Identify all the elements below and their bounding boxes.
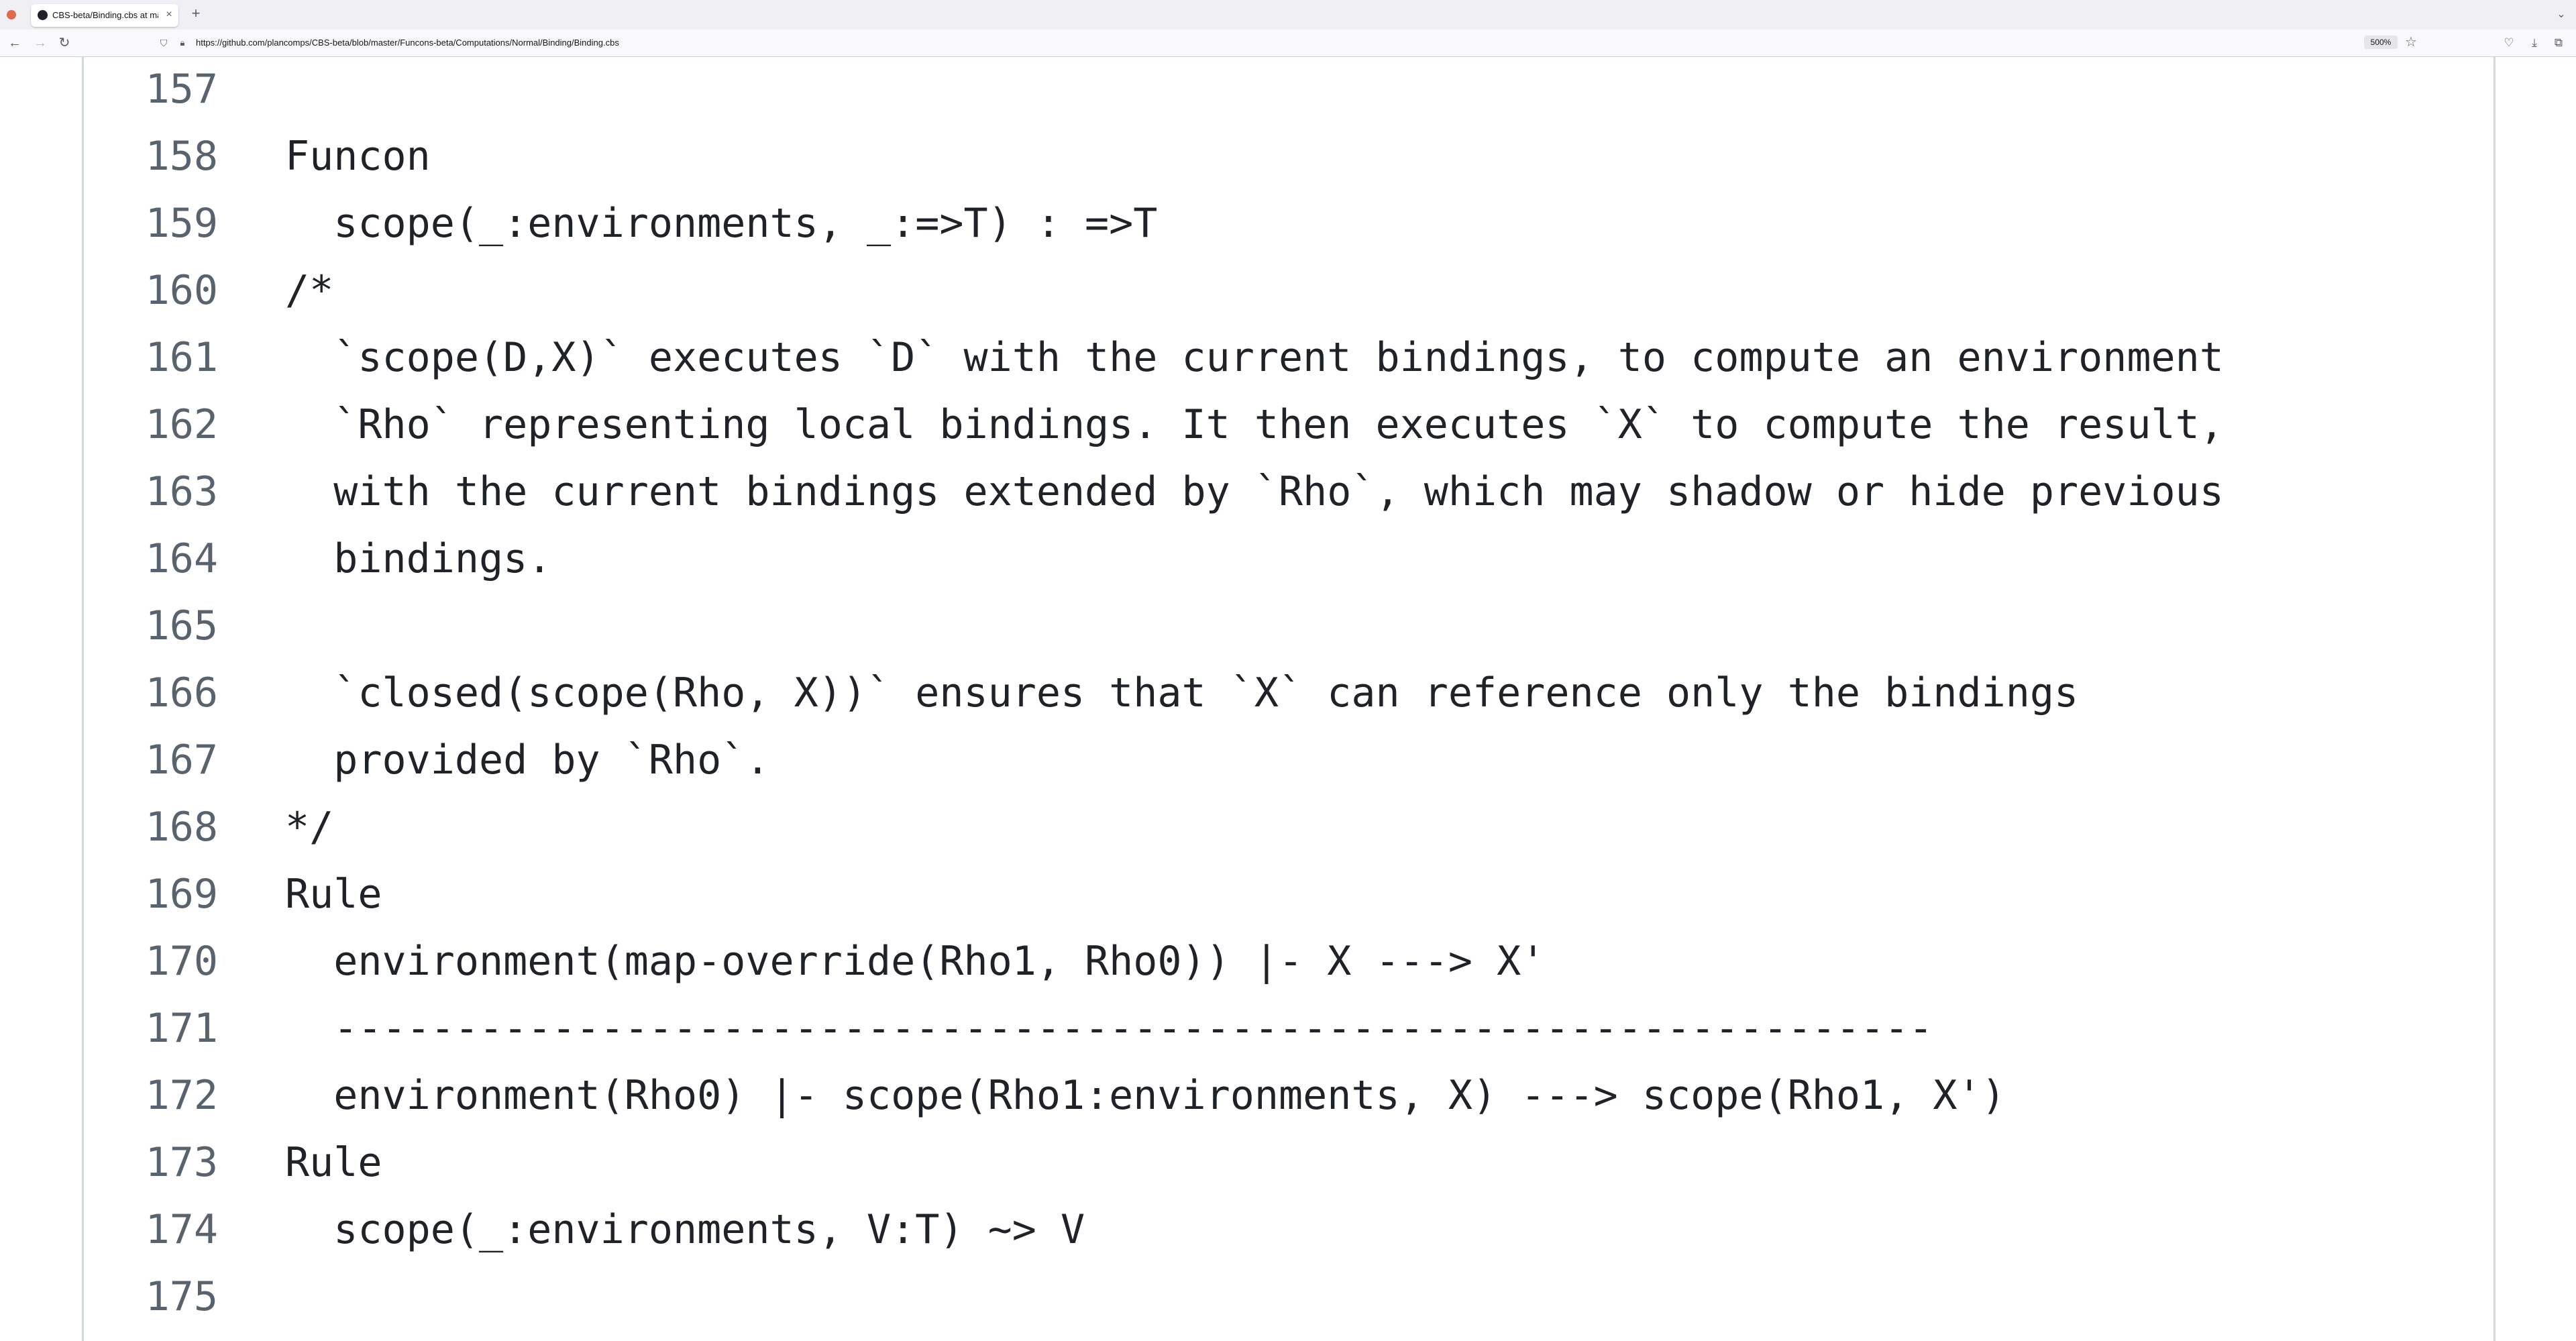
code-line: 158 Funcon [84,123,2493,190]
code-line: 164 bindings. [84,525,2493,592]
active-tab[interactable]: CBS-beta/Binding.cbs at master × [31,4,178,27]
code-line: 174 scope(_:environments, V:T) ~> V [84,1196,2493,1263]
line-number[interactable]: 173 [145,1139,218,1186]
code-text: environment(map-override(Rho1, Rho0)) |-… [285,938,1546,985]
line-number[interactable]: 162 [145,401,218,448]
page-content: 157 158 Funcon 159 scope(_:environments, _:… [0,57,2576,1341]
line-number[interactable]: 160 [145,267,218,314]
code-line: 170 environment(map-override(Rho1, Rho0)… [84,928,2493,995]
code-text: */ [285,804,334,851]
code-text: environment(Rho0) |- scope(Rho1:environm… [285,1072,2006,1119]
code-text: `scope(D,X)` executes `D` with the curre… [285,334,2224,381]
line-number[interactable]: 168 [145,804,218,851]
line-number[interactable]: 171 [145,1005,218,1052]
code-text: `closed(scope(Rho, X))` ensures that `X`… [285,669,2079,716]
code-viewer: 157 158 Funcon 159 scope(_:environments, _:… [82,57,2496,1341]
line-number[interactable]: 172 [145,1072,218,1119]
back-arrow-icon[interactable]: ← [8,36,21,50]
github-favicon-icon [38,10,48,20]
line-number[interactable]: 163 [145,468,218,515]
code-line: 167 provided by `Rho`. [84,727,2493,794]
code-line: 162 `Rho` representing local bindings. I… [84,391,2493,458]
code-line: 161 `scope(D,X)` executes `D` with the c… [84,324,2493,391]
firefox-view-icon[interactable] [7,10,16,19]
tab-strip: CBS-beta/Binding.cbs at master × + ⌄ [0,0,2576,30]
line-number[interactable]: 161 [145,334,218,381]
code-text: /* [285,267,334,314]
shield-icon[interactable]: ⛉ [160,38,168,48]
line-number[interactable]: 169 [145,871,218,918]
tab-title: CBS-beta/Binding.cbs at master [52,10,158,20]
line-number[interactable]: 164 [145,535,218,582]
code-text: ----------------------------------------… [285,1005,1933,1052]
code-text: with the current bindings extended by `R… [285,468,2224,515]
extensions-icon[interactable]: ⧉ [2554,36,2563,49]
chevron-down-icon[interactable]: ⌄ [2557,9,2566,20]
zoom-level-badge[interactable]: 500% [2364,36,2398,49]
line-number[interactable]: 157 [145,66,218,113]
forward-arrow-icon[interactable]: → [34,36,47,50]
line-number[interactable]: 159 [145,200,218,247]
code-line: 169 Rule [84,861,2493,928]
code-line: 173 Rule [84,1129,2493,1196]
code-line: 175 [84,1263,2493,1330]
code-text: Rule [285,1139,382,1186]
code-line: 163 with the current bindings extended b… [84,458,2493,525]
code-text: Rule [285,871,382,918]
line-number[interactable]: 170 [145,938,218,985]
tab-close-button[interactable]: × [166,9,172,20]
code-line: 172 environment(Rho0) |- scope(Rho1:envi… [84,1062,2493,1129]
new-tab-button[interactable]: + [191,5,201,21]
line-number[interactable]: 174 [145,1206,218,1253]
code-text: scope(_:environments, _:=>T) : =>T [285,200,1158,247]
download-icon[interactable]: ⤓ [2532,36,2537,49]
pocket-icon[interactable]: ♡ [2504,36,2514,49]
url-input[interactable]: https://github.com/plancomps/CBS-beta/bl… [196,38,619,48]
line-number[interactable]: 167 [145,737,218,784]
code-line: 165 [84,592,2493,659]
code-line: 168 */ [84,794,2493,861]
line-number[interactable]: 165 [145,602,218,649]
code-line: 160 /* [84,257,2493,324]
code-text: `Rho` representing local bindings. It th… [285,401,2224,448]
lock-icon[interactable]: 🔒︎ [180,38,185,48]
code-text: Funcon [285,133,431,180]
star-icon[interactable]: ☆ [2405,35,2417,50]
code-line: 159 scope(_:environments, _:=>T) : =>T [84,190,2493,257]
code-line: 171 ------------------------------------… [84,995,2493,1062]
reload-icon[interactable]: ↻ [58,36,70,50]
code-text: bindings. [285,535,552,582]
code-text: provided by `Rho`. [285,737,770,784]
line-number[interactable]: 175 [145,1273,218,1320]
code-line: 157 [84,57,2493,123]
code-line: 166 `closed(scope(Rho, X))` ensures that… [84,659,2493,727]
code-text: scope(_:environments, V:T) ~> V [285,1206,1085,1253]
line-number[interactable]: 158 [145,133,218,180]
line-number[interactable]: 166 [145,669,218,716]
navigation-toolbar: ← → ↻ ⛉ 🔒︎ https://github.com/plancomps/… [0,30,2576,57]
